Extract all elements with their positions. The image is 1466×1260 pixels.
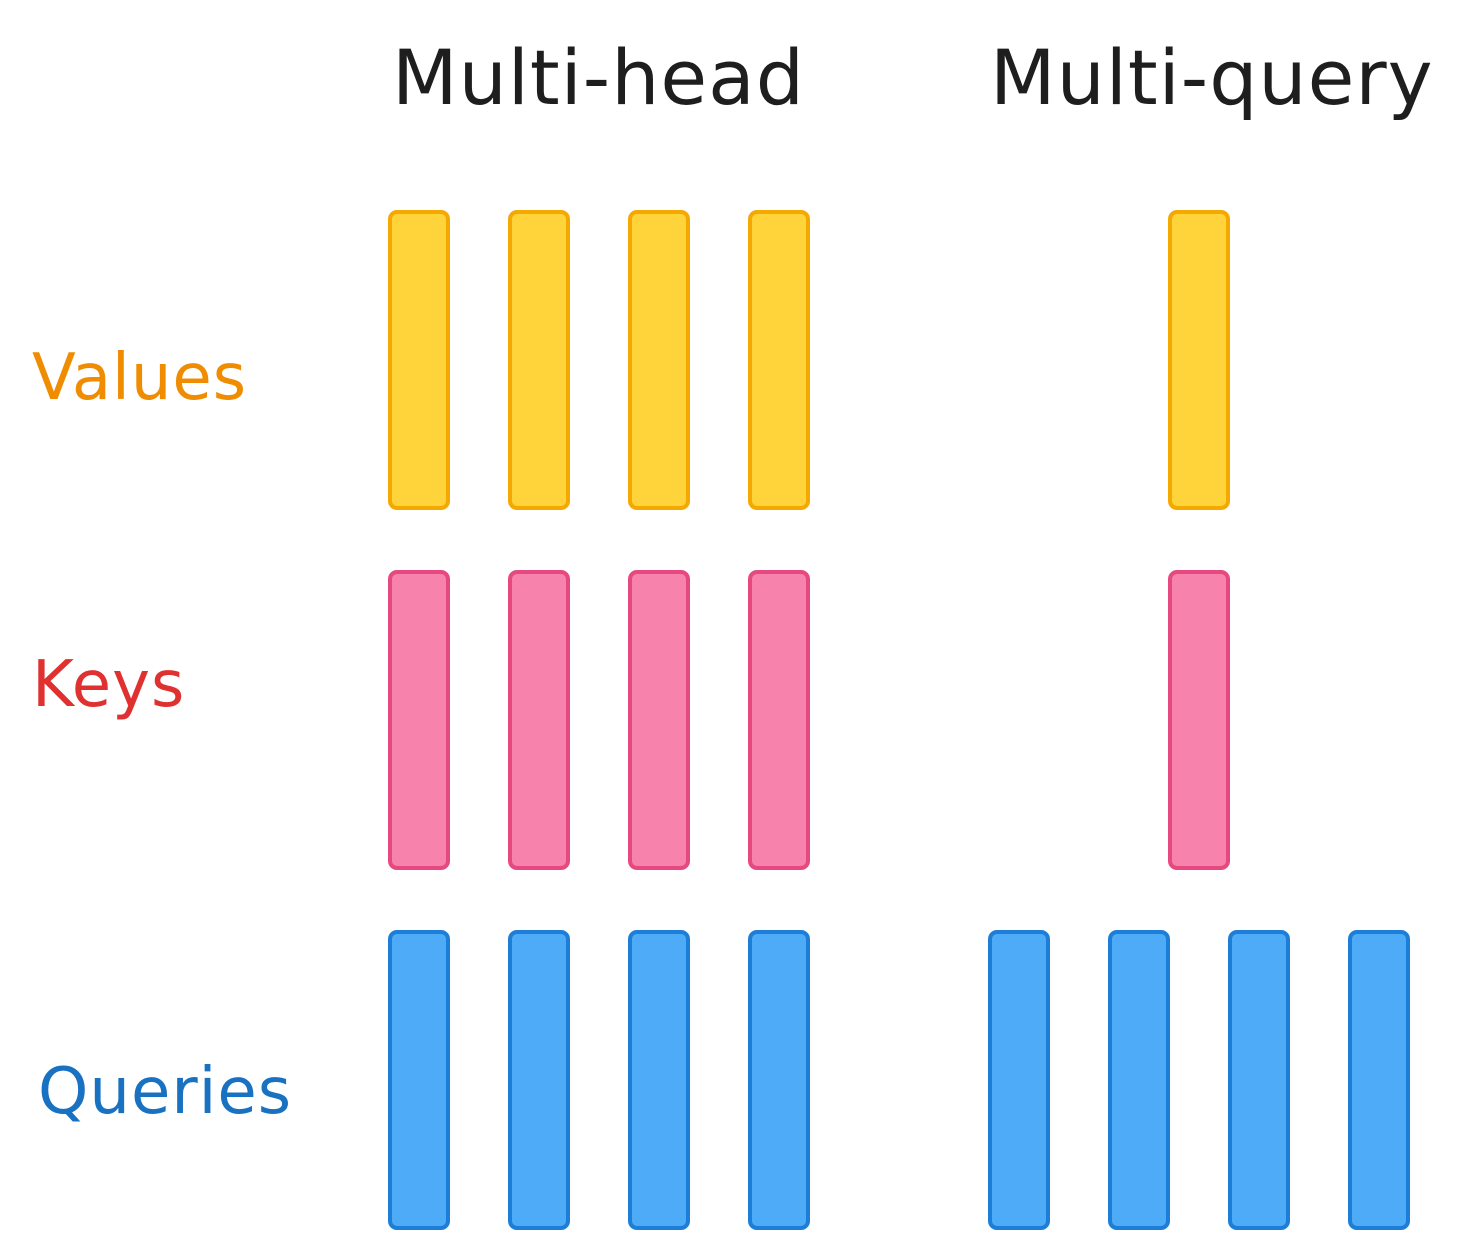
multi-head-queries-head-bar: [628, 930, 690, 1230]
values-label: Values: [32, 341, 248, 415]
multi-head-values-head-bar: [748, 210, 810, 510]
multi-query-keys-head-bar: [1168, 570, 1230, 870]
multi-head-values-head-bar: [628, 210, 690, 510]
multi-head-title: Multi-head: [392, 33, 805, 122]
multi-head-keys-head-bar: [508, 570, 570, 870]
multi-query-values-head-bar: [1168, 210, 1230, 510]
multi-query-queries-head-bar: [1108, 930, 1170, 1230]
multi-head-queries-head-bar: [388, 930, 450, 1230]
multi-query-queries-head-bar: [1348, 930, 1410, 1230]
queries-label: Queries: [38, 1055, 293, 1129]
multi-head-queries-head-bar: [748, 930, 810, 1230]
multi-head-keys-head-bar: [388, 570, 450, 870]
multi-head-keys-head-bar: [628, 570, 690, 870]
multi-head-values-head-bar: [508, 210, 570, 510]
multi-head-queries-head-bar: [508, 930, 570, 1230]
multi-head-keys-head-bar: [748, 570, 810, 870]
multi-query-queries-head-bar: [1228, 930, 1290, 1230]
multi-query-title: Multi-query: [990, 33, 1434, 122]
multi-query-queries-head-bar: [988, 930, 1050, 1230]
multi-head-values-head-bar: [388, 210, 450, 510]
keys-label: Keys: [32, 648, 186, 722]
